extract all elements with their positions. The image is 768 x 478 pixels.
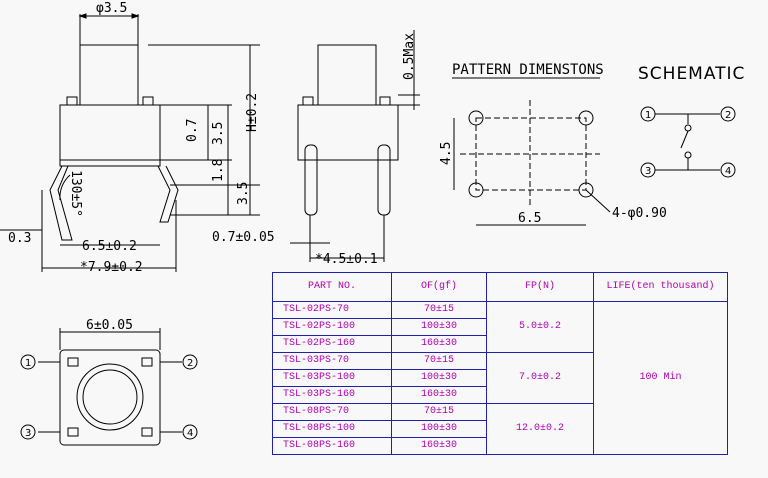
cap-diameter-label: φ3.5 [96, 1, 127, 16]
front-view [290, 30, 420, 262]
force-cell: 70±15 [391, 301, 487, 319]
schematic-title: SCHEMATIC [638, 64, 745, 84]
width-7-9-label: *7.9±0.2 [80, 260, 143, 275]
top-pin-2: 2 [187, 358, 193, 369]
pitch-label: *4.5±0.1 [315, 252, 378, 267]
top-pin-4: 4 [187, 428, 193, 439]
width-6-5-label: 6.5±0.2 [82, 239, 137, 254]
schematic-pin-4: 4 [725, 166, 731, 177]
dim-3-5-lower-label: 3.5 [236, 182, 251, 205]
header-life: LIFE(ten thousand) [593, 272, 728, 302]
angle-label: 130±5° [68, 170, 83, 217]
schematic-pin-2: 2 [725, 110, 731, 121]
force-cell: 100±30 [391, 420, 487, 438]
spec-table: PART NO. OF(gf) FP(N) LIFE(ten thousand)… [272, 272, 728, 455]
table-row: TSL-08PS-100 100±30 [272, 420, 728, 438]
fp-group-cell: 5.0±0.2 [486, 301, 594, 353]
force-cell: 70±15 [391, 403, 487, 421]
life-cell: 100 Min [593, 301, 728, 455]
max-dim-label: 0.5Max [402, 33, 417, 80]
part-cell: TSL-02PS-70 [272, 301, 392, 319]
table-row: TSL-03PS-100 100±30 [272, 369, 728, 387]
table-header-row: PART NO. OF(gf) FP(N) LIFE(ten thousand) [272, 272, 728, 302]
actuator-cap [79, 44, 139, 106]
top-pin-1: 1 [25, 358, 31, 369]
part-cell: TSL-08PS-160 [272, 437, 392, 455]
force-cell: 100±30 [391, 318, 487, 336]
table-row: TSL-08PS-160 160±30 [272, 437, 728, 455]
dim-0-3-label: 0.3 [8, 231, 31, 246]
schematic-pin-3: 3 [645, 166, 651, 177]
pattern-hole-label: 4-φ0.90 [612, 206, 667, 221]
header-part-no: PART NO. [272, 272, 392, 302]
schematic-diagram [640, 106, 736, 178]
schematic-pin-1: 1 [645, 110, 651, 121]
top-view [20, 328, 198, 446]
top-width-label: 6±0.05 [86, 318, 133, 333]
part-cell: TSL-02PS-100 [272, 318, 392, 336]
part-cell: TSL-02PS-160 [272, 335, 392, 353]
pattern-vertical-label: 4.5 [439, 142, 454, 165]
side-view [0, 13, 260, 272]
part-cell: TSL-03PS-160 [272, 386, 392, 404]
top-pin-3: 3 [25, 428, 31, 439]
force-cell: 160±30 [391, 437, 487, 455]
table-row: TSL-08PS-70 70±15 12.0±0.2 [272, 403, 728, 455]
height-label: H±0.2 [245, 93, 260, 132]
pattern-title: PATTERN DIMENSTONS [452, 62, 604, 78]
table-row: TSL-02PS-160 160±30 [272, 335, 728, 353]
part-cell: TSL-03PS-100 [272, 369, 392, 387]
dim-3-5-upper-label: 3.5 [211, 122, 226, 145]
table-row: TSL-02PS-100 100±30 [272, 318, 728, 336]
part-cell: TSL-08PS-70 [272, 403, 392, 421]
pattern-holes [453, 100, 611, 226]
force-cell: 100±30 [391, 369, 487, 387]
dim-0-7-label: 0.7 [185, 119, 200, 142]
part-cell: TSL-08PS-100 [272, 420, 392, 438]
switch-body [59, 104, 161, 161]
force-cell: 160±30 [391, 335, 487, 353]
fp-group-cell: 12.0±0.2 [486, 403, 594, 455]
header-fp: FP(N) [486, 272, 594, 302]
header-force: OF(gf) [391, 272, 487, 302]
table-row: TSL-03PS-160 160±30 [272, 386, 728, 404]
table-row: TSL-02PS-70 70±15 5.0±0.2 100 Min [272, 301, 728, 455]
force-cell: 70±15 [391, 352, 487, 370]
part-cell: TSL-03PS-70 [272, 352, 392, 370]
force-cell: 160±30 [391, 386, 487, 404]
dim-1-8-label: 1.8 [211, 159, 226, 182]
fp-group-cell: 7.0±0.2 [486, 352, 594, 404]
pin-dim-label: 0.7±0.05 [212, 230, 275, 245]
pattern-horizontal-label: 6.5 [518, 211, 541, 226]
